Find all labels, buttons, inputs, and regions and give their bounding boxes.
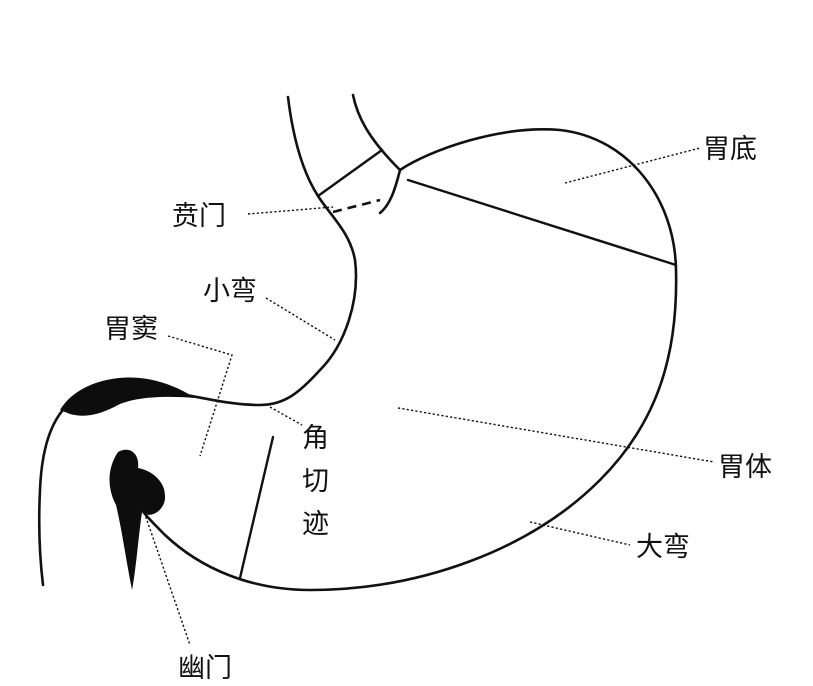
leader-cardia xyxy=(247,206,334,215)
leader-antrum xyxy=(167,335,233,457)
antrum-body-divider xyxy=(238,435,275,580)
label-pylorus: 幽门 xyxy=(178,653,232,684)
label-lesser-curvature: 小弯 xyxy=(203,276,257,307)
label-fundus: 胃底 xyxy=(703,134,757,165)
leader-angular-incisure xyxy=(269,406,303,426)
label-body: 胃体 xyxy=(718,452,772,483)
label-greater-curvature: 大弯 xyxy=(636,532,690,563)
pyloric-sphincter-fill xyxy=(109,449,166,590)
esophagus-left-wall xyxy=(286,95,320,198)
leader-greater-curvature xyxy=(529,521,631,546)
fundus-body-divider xyxy=(406,178,678,267)
leader-fundus xyxy=(564,147,701,184)
cardia-dashed-line xyxy=(332,198,381,214)
label-angular-incisure-2: 切 xyxy=(302,466,329,497)
label-antrum: 胃窦 xyxy=(104,314,158,345)
label-angular-incisure-3: 迹 xyxy=(302,509,329,540)
leader-body xyxy=(397,407,715,463)
cardia-upper-divider xyxy=(316,148,384,198)
cardia-notch xyxy=(378,168,402,215)
leader-pylorus xyxy=(139,499,191,646)
label-angular-incisure-1: 角 xyxy=(302,423,329,454)
label-cardia: 贲门 xyxy=(172,201,226,232)
lesser-curvature-outline xyxy=(168,194,358,407)
fundus-greater-curvature-outline xyxy=(134,128,678,592)
duodenal-bulb-fill xyxy=(60,377,195,416)
esophagus-right-wall xyxy=(351,93,402,172)
duodenum-outline xyxy=(37,393,82,587)
leader-lesser-curvature xyxy=(265,297,336,341)
